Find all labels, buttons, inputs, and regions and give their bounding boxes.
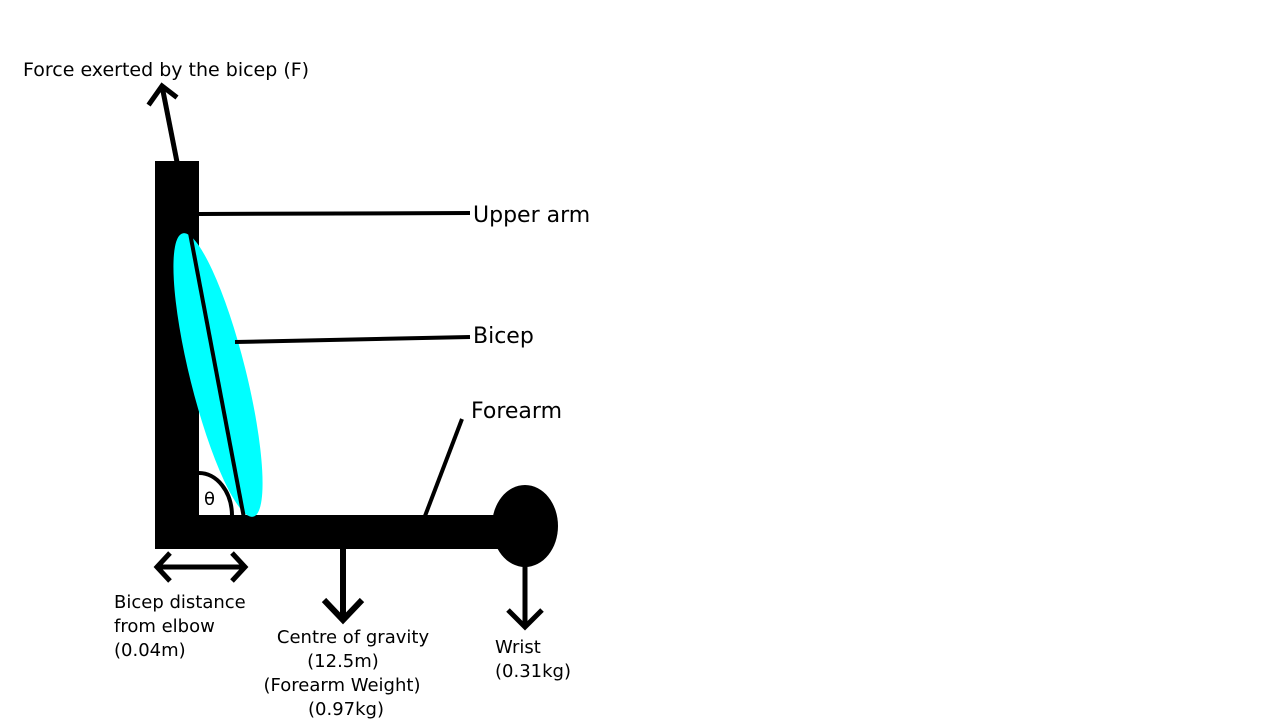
wrist-label-line-2: (0.31kg)	[495, 661, 571, 682]
angle-arc	[198, 471, 234, 516]
bicep-force-arrow-shaft	[159, 85, 180, 163]
bicep-leader	[234, 335, 471, 344]
upper-arm-leader	[198, 211, 471, 216]
centre-of-gravity-label-line-3: (Forearm Weight)	[264, 675, 421, 696]
centre-of-gravity-label-line-4: (0.97kg)	[308, 699, 384, 720]
bicep-distance-arrowhead-right	[230, 551, 249, 583]
bicep-force-label: Force exerted by the bicep (F)	[23, 59, 309, 81]
forearm-label: Forearm	[471, 399, 562, 424]
upper-arm-label: Upper arm	[473, 203, 590, 228]
bicep-tendon-line	[188, 232, 246, 519]
bicep-distance-label-line-1: Bicep distance	[114, 592, 246, 613]
centre-of-gravity-arrowhead	[321, 597, 365, 625]
forearm-bar	[155, 515, 520, 549]
angle-label: θ	[204, 489, 215, 510]
bicep-distance-label-line-3: (0.04m)	[114, 640, 186, 661]
wrist-joint	[492, 485, 558, 567]
bicep-distance-arrowhead-left	[153, 551, 172, 583]
centre-of-gravity-label-line-2: (12.5m)	[307, 651, 379, 672]
wrist-label-line-1: Wrist	[495, 637, 541, 658]
bicep-distance-label-line-2: from elbow	[114, 616, 215, 637]
bicep-force-arrowhead	[146, 82, 179, 107]
forearm-leader	[423, 418, 464, 517]
centre-of-gravity-label-line-1: Centre of gravity	[277, 627, 430, 648]
wrist-weight-arrowhead	[506, 608, 544, 631]
bicep-label: Bicep	[473, 324, 534, 349]
